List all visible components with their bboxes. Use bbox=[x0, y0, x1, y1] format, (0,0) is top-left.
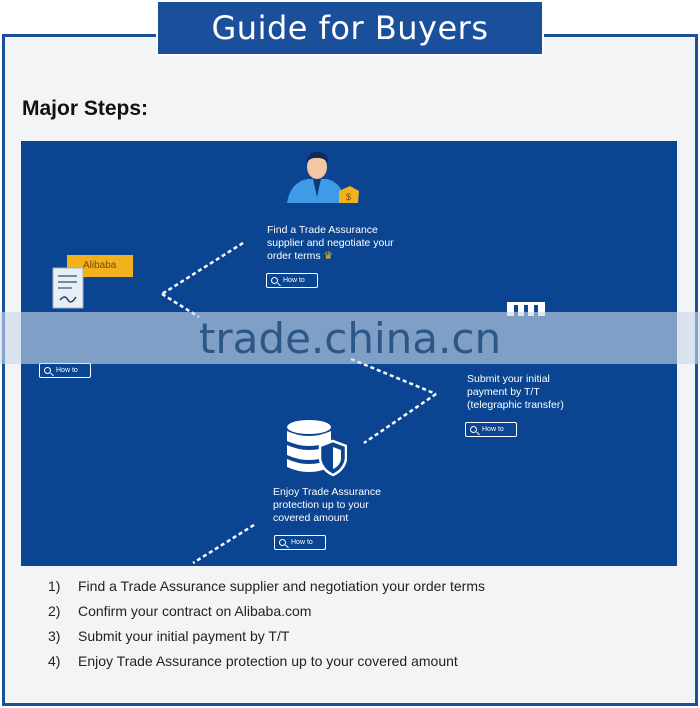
steps-list: 1)Find a Trade Assurance supplier and ne… bbox=[48, 578, 485, 678]
list-item: 4)Enjoy Trade Assurance protection up to… bbox=[48, 653, 458, 669]
step3-description: Submit your initial payment by T/T (tele… bbox=[467, 373, 564, 411]
watermark-band: trade.china.cn bbox=[0, 312, 700, 364]
svg-text:$: $ bbox=[346, 192, 351, 202]
search-icon bbox=[44, 367, 51, 374]
contract-icon bbox=[52, 267, 84, 309]
list-item: 3)Submit your initial payment by T/T bbox=[48, 628, 290, 644]
search-icon bbox=[271, 277, 278, 284]
list-item: 1)Find a Trade Assurance supplier and ne… bbox=[48, 578, 486, 594]
step1-how-to-button[interactable]: How to bbox=[266, 273, 318, 288]
step4-description: Enjoy Trade Assurance protection up to y… bbox=[273, 486, 381, 524]
step4-how-to-button[interactable]: How to bbox=[274, 535, 326, 550]
search-icon bbox=[279, 539, 286, 546]
step3-how-to-button[interactable]: How to bbox=[465, 422, 517, 437]
database-shield-icon bbox=[287, 420, 347, 477]
watermark-text: trade.china.cn bbox=[198, 313, 502, 363]
section-heading: Major Steps: bbox=[22, 97, 149, 120]
search-icon bbox=[470, 426, 477, 433]
step2-how-to-button[interactable]: How to bbox=[39, 363, 91, 378]
list-item: 2)Confirm your contract on Alibaba.com bbox=[48, 603, 312, 619]
step1-description: Find a Trade Assurance supplier and nego… bbox=[267, 224, 394, 262]
crown-icon: ♛ bbox=[323, 250, 334, 262]
page-title: Guide for Buyers bbox=[156, 0, 544, 56]
businessman-icon: $ bbox=[287, 151, 359, 203]
